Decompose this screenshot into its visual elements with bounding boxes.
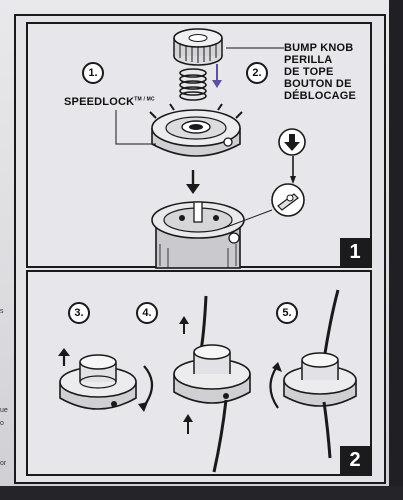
down-arrow-icon bbox=[212, 64, 222, 88]
instruction-panel-2: 3. 4. 5. bbox=[26, 270, 372, 476]
step-number: 1. bbox=[82, 62, 104, 84]
leader-line bbox=[290, 156, 296, 184]
trimmer-head-icon bbox=[269, 289, 357, 459]
left-margin-text: ue bbox=[0, 407, 8, 414]
left-margin-text: or bbox=[0, 460, 7, 467]
step-number: 5. bbox=[276, 302, 298, 324]
step-badge-2: 2 bbox=[340, 446, 370, 474]
step-badge-1: 1 bbox=[340, 238, 370, 266]
left-margin-text: s bbox=[0, 308, 4, 315]
spool-cap-icon bbox=[149, 103, 243, 157]
bump-knob-icon bbox=[173, 28, 223, 66]
instruction-panel-1: 1. 2. SPEEDLOCKTM / MC BUMP KNOB PERILLA… bbox=[26, 22, 372, 269]
leader-line bbox=[226, 47, 284, 49]
bump-knob-label: BUMP KNOB PERILLA DE TOPE BOUTON DE DÉBL… bbox=[284, 42, 357, 102]
leader-line bbox=[223, 209, 273, 229]
detail-circle-icon bbox=[271, 183, 305, 217]
photo-edge bbox=[389, 0, 403, 500]
spring-icon bbox=[179, 68, 207, 101]
down-arrow-icon bbox=[186, 170, 200, 194]
speedlock-label: SPEEDLOCKTM / MC bbox=[64, 96, 155, 108]
trimmer-head-icon bbox=[151, 201, 245, 269]
step-number: 4. bbox=[136, 302, 158, 324]
photo-edge bbox=[0, 486, 403, 500]
step-number: 3. bbox=[68, 302, 90, 324]
leader-line bbox=[115, 110, 156, 145]
left-margin-text: o bbox=[0, 420, 4, 427]
step-number: 2. bbox=[246, 62, 268, 84]
down-arrow-icon bbox=[278, 128, 306, 156]
trimmer-head-icon bbox=[173, 295, 251, 473]
trimmer-head-icon bbox=[58, 348, 154, 412]
